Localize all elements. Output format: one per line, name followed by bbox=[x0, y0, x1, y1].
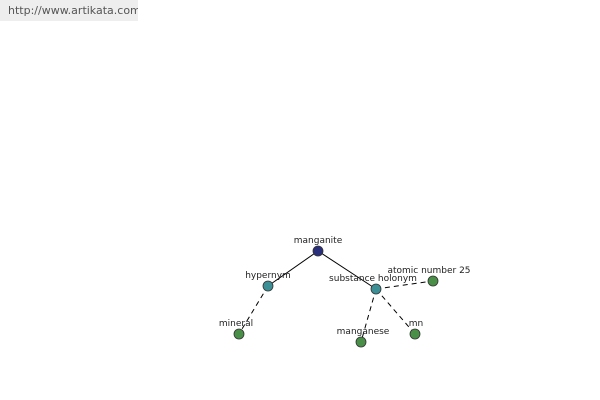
label-substance-holonym: substance holonym bbox=[329, 274, 417, 284]
edge-hypernym-mineral bbox=[238, 285, 269, 335]
node-mineral[interactable] bbox=[233, 328, 245, 340]
label-mn: mn bbox=[409, 319, 423, 329]
label-mineral: mineral bbox=[219, 319, 253, 329]
edge-root-substance-holonym bbox=[317, 250, 377, 290]
edge-holonym-manganese bbox=[360, 288, 377, 343]
label-root: manganite bbox=[294, 236, 343, 246]
label-hypernym: hypernym bbox=[245, 271, 291, 281]
edge-holonym-mn bbox=[375, 288, 416, 335]
node-manganese[interactable] bbox=[355, 336, 367, 348]
edge-root-hypernym bbox=[267, 250, 319, 287]
label-manganese: manganese bbox=[337, 327, 390, 337]
node-substance-holonym[interactable] bbox=[370, 283, 382, 295]
source-url[interactable]: http://www.artikata.com bbox=[8, 4, 138, 17]
node-atomic-number[interactable] bbox=[427, 275, 439, 287]
node-root[interactable] bbox=[312, 245, 324, 257]
edge-holonym-atomic-number bbox=[375, 280, 434, 290]
node-hypernym[interactable] bbox=[262, 280, 274, 292]
source-url-banner[interactable]: http://www.artikata.com bbox=[0, 0, 138, 21]
node-mn[interactable] bbox=[409, 328, 421, 340]
label-atomic-number: atomic number 25 bbox=[387, 266, 470, 276]
